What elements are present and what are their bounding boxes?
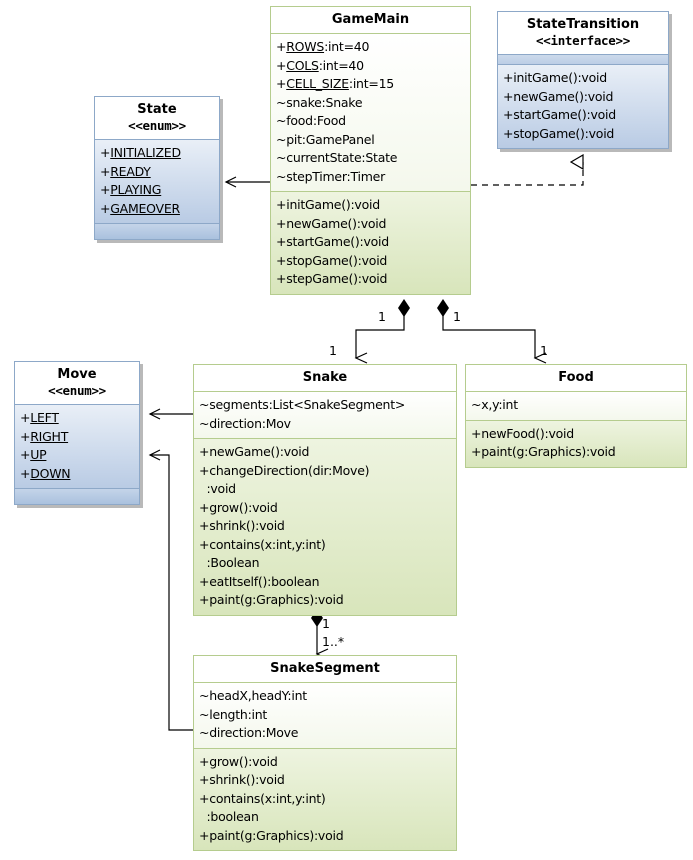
operation-row: +newGame():void (199, 444, 310, 459)
enum-literal-row: +READY (100, 163, 151, 179)
enum-literal-row: +UP (20, 447, 47, 462)
operation-row: +startGame():void (276, 234, 389, 249)
enum-literal-row: +GAMEOVER (100, 200, 180, 216)
class-title-snakesegment: SnakeSegment (194, 656, 456, 683)
class-operations-snakesegment: +grow():void +shrink():void +contains(x:… (194, 748, 456, 850)
operation-row: +contains(x:int,y:int) (199, 536, 326, 552)
class-title-food: Food (466, 365, 686, 392)
multiplicity-snake-snakesegment-target: 1..* (322, 634, 345, 649)
class-attributes-gamemain: +ROWS:int=40 +COLS:int=40 +CELL_SIZE:int… (271, 34, 470, 192)
class-title-state: State <<enum>> (95, 97, 219, 140)
attribute-row: ~x,y:int (471, 397, 518, 412)
class-title-move: Move <<enum>> (15, 362, 139, 405)
operation-row: +paint(g:Graphics):void (199, 592, 344, 607)
operation-row: +grow():void (199, 753, 278, 769)
stereotype-text: <<enum>> (128, 118, 186, 133)
operation-row: :Boolean (199, 555, 260, 570)
class-title-snake: Snake (194, 365, 456, 392)
multiplicity-gamemain-snake-target: 1 (329, 343, 337, 358)
class-literals-state: +INITIALIZED +READY +PLAYING +GAMEOVER (95, 140, 219, 224)
class-title-statetransition: StateTransition <<interface>> (498, 12, 668, 55)
enum-literal-row: +LEFT (20, 410, 59, 425)
attribute-row: ~segments:List<SnakeSegment> (199, 397, 406, 412)
stereotype-text: <<enum>> (48, 383, 106, 398)
operation-row: +newGame():void (276, 215, 387, 231)
attribute-row: ~direction:Move (199, 725, 299, 740)
operation-row: +stopGame():void (276, 252, 388, 268)
operation-row: +shrink():void (199, 772, 285, 787)
attribute-row: ~direction:Mov (199, 415, 291, 431)
attribute-row: ~stepTimer:Timer (276, 168, 385, 184)
class-operations-snake: +newGame():void +changeDirection(dir:Mov… (194, 439, 456, 615)
attribute-row: ~snake:Snake (276, 94, 363, 110)
attribute-row: +ROWS:int=40 (276, 39, 370, 54)
operation-row: +changeDirection(dir:Move) (199, 462, 370, 478)
enum-literal-row: +DOWN (20, 465, 71, 481)
operation-row: +newGame():void (503, 88, 614, 104)
attribute-row: ~headX,headY:int (199, 688, 307, 703)
operation-row: +paint(g:Graphics):void (199, 827, 344, 843)
class-operations-statetransition: +initGame():void +newGame():void +startG… (498, 65, 668, 148)
attribute-row: +COLS:int=40 (276, 57, 364, 73)
operation-row: +eatItself():boolean (199, 573, 320, 589)
connector-snakesegment-move (148, 449, 193, 731)
connector-gamemain-food (437, 299, 547, 364)
operation-row: +newFood():void (471, 425, 574, 441)
multiplicity-snake-snakesegment-source: 1 (322, 616, 330, 631)
stereotype-text: <<interface>> (536, 33, 630, 48)
multiplicity-gamemain-snake-source: 1 (378, 309, 386, 324)
connector-gamemain-snake (354, 299, 410, 364)
class-box-food[interactable]: Food ~x,y:int +newFood():void +paint(g:G… (465, 364, 687, 468)
attribute-row: ~pit:GamePanel (276, 131, 375, 147)
operation-row: +stepGame():void (276, 271, 388, 286)
attribute-row: +CELL_SIZE:int=15 (276, 76, 395, 91)
class-operations-gamemain: +initGame():void +newGame():void +startG… (271, 192, 470, 294)
operation-row: :void (199, 481, 236, 496)
operation-row: +grow():void (199, 499, 278, 515)
class-name-text: StateTransition (526, 17, 640, 32)
empty-compartment-statetransition (498, 55, 668, 65)
enum-literal-row: +PLAYING (100, 182, 162, 197)
multiplicity-gamemain-food-source: 1 (453, 309, 461, 324)
operation-row: +shrink():void (199, 518, 285, 533)
class-title-gamemain: GameMain (271, 7, 470, 34)
attribute-row: ~currentState:State (276, 150, 398, 165)
class-box-snakesegment[interactable]: SnakeSegment ~headX,headY:int ~length:in… (193, 655, 457, 851)
class-attributes-snake: ~segments:List<SnakeSegment> ~direction:… (194, 392, 456, 439)
operation-row: +contains(x:int,y:int) (199, 790, 326, 806)
class-attributes-snakesegment: ~headX,headY:int ~length:int ~direction:… (194, 683, 456, 749)
enum-literal-row: +RIGHT (20, 428, 69, 444)
class-box-move[interactable]: Move <<enum>> +LEFT +RIGHT +UP +DOWN (14, 361, 140, 505)
class-box-state[interactable]: State <<enum>> +INITIALIZED +READY +PLAY… (94, 96, 220, 240)
class-name-text: Move (57, 367, 97, 382)
operation-row: +startGame():void (503, 107, 616, 122)
class-box-statetransition[interactable]: StateTransition <<interface>> +initGame(… (497, 11, 669, 149)
enum-literal-row: +INITIALIZED (100, 145, 181, 160)
class-operations-food: +newFood():void +paint(g:Graphics):void (466, 420, 686, 467)
class-attributes-food: ~x,y:int (466, 392, 686, 421)
class-box-gamemain[interactable]: GameMain +ROWS:int=40 +COLS:int=40 +CELL… (270, 6, 471, 295)
attribute-row: ~length:int (199, 706, 268, 722)
operation-row: +initGame():void (276, 197, 380, 212)
empty-compartment-move (15, 489, 139, 504)
operation-row: :boolean (199, 809, 259, 824)
class-literals-move: +LEFT +RIGHT +UP +DOWN (15, 405, 139, 489)
operation-row: +initGame():void (503, 70, 607, 85)
class-name-text: State (137, 102, 177, 117)
multiplicity-gamemain-food-target: 1 (540, 343, 548, 358)
connector-gamemain-statetransition (471, 162, 584, 186)
class-box-snake[interactable]: Snake ~segments:List<SnakeSegment> ~dire… (193, 364, 457, 616)
operation-row: +paint(g:Graphics):void (471, 444, 616, 459)
attribute-row: ~food:Food (276, 113, 346, 128)
operation-row: +stopGame():void (503, 125, 615, 141)
empty-compartment-state (95, 224, 219, 239)
